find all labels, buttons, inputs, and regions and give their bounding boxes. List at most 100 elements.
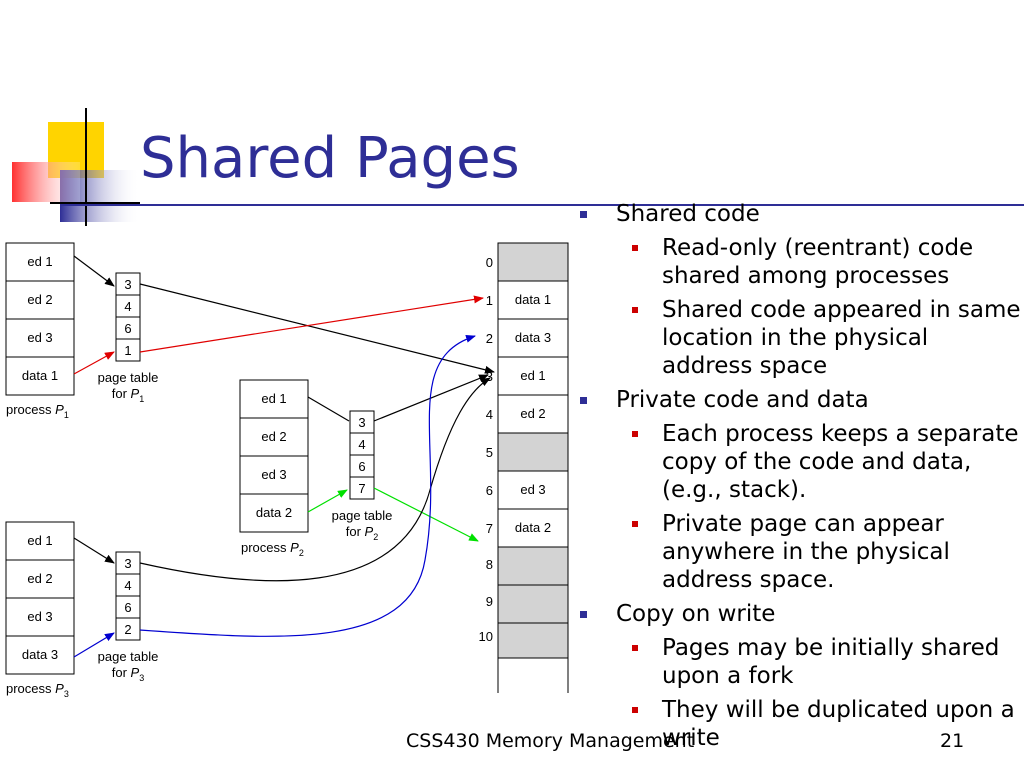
p3-table-entry-2: 6	[124, 600, 131, 615]
p1-table-to-frame3-arrow	[139, 283, 495, 374]
p2-table-entry-2: 6	[358, 459, 365, 474]
slide-footer: CSS430 Memory Management	[406, 730, 695, 752]
p3-page-1: ed 2	[27, 571, 52, 586]
p3-page-3: data 3	[22, 647, 58, 662]
bullet-copy-on-write: Copy on write	[580, 600, 1024, 628]
bullet-text: Shared code	[616, 201, 760, 227]
p2-page-2: ed 3	[261, 467, 286, 482]
p1-page-1: ed 2	[27, 292, 52, 307]
p3-table-for: for P3	[112, 665, 144, 683]
slide-title: Shared Pages	[140, 126, 520, 191]
p3-table-to-frame3-arrow	[139, 377, 491, 582]
p3-page-2: ed 3	[27, 609, 52, 624]
frame-3-content: ed 1	[520, 368, 545, 383]
bullet-marker	[632, 707, 638, 713]
bullet-text: Private page can appear anywhere in the …	[662, 511, 950, 593]
frame-number-5: 5	[486, 445, 493, 460]
p2-table-entry-3: 7	[358, 481, 365, 496]
bullet-text: Shared code appeared in same location in…	[662, 297, 1021, 379]
p2-table-entry-1: 4	[358, 437, 365, 452]
p1-page-table: 3 4 6 1 page table for P1	[98, 272, 159, 404]
frame-7-content: data 2	[515, 520, 551, 535]
process-p1-logical-memory: ed 1 ed 2 ed 3 data 1 process P1	[5, 242, 75, 420]
p1-process-label: process P1	[6, 402, 69, 420]
p1-table-for: for P1	[112, 386, 144, 404]
title-underline	[60, 204, 1024, 206]
bullet-text: Each process keeps a separate copy of th…	[662, 421, 1019, 503]
bullet-marker	[632, 307, 638, 313]
frame-number-10: 10	[479, 629, 493, 644]
bullet-separate-copy: Each process keeps a separate copy of th…	[580, 420, 1024, 504]
p3-table-caption: page table	[98, 649, 159, 664]
p2-process-label: process P2	[241, 540, 304, 558]
p2-table-to-frame3-arrow	[373, 374, 489, 422]
p1-ed1-to-table-arrow	[73, 255, 115, 287]
p1-table-entry-2: 6	[124, 321, 131, 336]
frame-number-7: 7	[486, 521, 493, 536]
p1-table-to-frame1-arrow	[139, 295, 484, 353]
p3-ed1-to-table-arrow	[73, 537, 115, 564]
frame-number-8: 8	[486, 557, 493, 572]
process-p3-logical-memory: ed 1 ed 2 ed 3 data 3 process P3	[5, 521, 75, 699]
p2-table-entry-0: 3	[358, 415, 365, 430]
p1-data1-to-table-arrow	[73, 351, 115, 375]
bullet-shared-upon-fork: Pages may be initially shared upon a for…	[580, 634, 1024, 690]
bullet-shared-code: Shared code	[580, 200, 1024, 228]
bullet-marker	[632, 431, 638, 437]
process-p2-logical-memory: ed 1 ed 2 ed 3 data 2 process P2	[239, 379, 309, 558]
bullet-marker	[632, 521, 638, 527]
p2-data2-to-table-arrow	[307, 489, 348, 513]
p2-table-to-frame7-arrow	[373, 487, 479, 542]
bullet-marker	[632, 645, 638, 651]
p1-table-entry-1: 4	[124, 299, 131, 314]
bullet-text: They will be duplicated upon a write	[662, 697, 1015, 751]
shared-pages-diagram: ed 1 ed 2 ed 3 data 1 process P1 3 4 6 1…	[5, 242, 569, 699]
bullet-text: Read-only (reentrant) code shared among …	[662, 235, 974, 289]
frame-1-content: data 1	[515, 292, 551, 307]
p2-ed1-to-table-arrow	[307, 396, 350, 422]
bullet-duplicated-upon-write: They will be duplicated upon a write	[580, 696, 1024, 752]
p1-page-3: data 1	[22, 368, 58, 383]
p1-table-entry-0: 3	[124, 277, 131, 292]
p3-table-entry-3: 2	[124, 622, 131, 637]
bullet-marker	[632, 245, 638, 251]
slide-page-number: 21	[940, 730, 965, 752]
p3-page-table: 3 4 6 2 page table for P3	[98, 551, 159, 683]
physical-memory: data 1 data 3 ed 1 ed 2 ed 3 data 2 0 1 …	[479, 242, 569, 693]
p2-page-table: 3 4 6 7 page table for P2	[332, 410, 393, 542]
p2-page-1: ed 2	[261, 429, 286, 444]
frame-number-3: 3	[486, 369, 493, 384]
frame-number-4: 4	[486, 407, 493, 422]
bullet-private-code: Private code and data	[580, 386, 1024, 414]
p3-process-label: process P3	[6, 681, 69, 699]
p1-table-caption: page table	[98, 370, 159, 385]
p2-table-for: for P2	[346, 524, 378, 542]
title-logo-decoration	[12, 108, 140, 226]
p1-table-entry-3: 1	[124, 343, 131, 358]
p3-data3-to-table-arrow	[73, 632, 115, 658]
bullet-marker	[580, 211, 587, 218]
bullet-marker	[580, 397, 587, 404]
bullet-private-anywhere: Private page can appear anywhere in the …	[580, 510, 1024, 594]
bullet-same-location: Shared code appeared in same location in…	[580, 296, 1024, 380]
p3-table-entry-0: 3	[124, 556, 131, 571]
frame-number-0: 0	[486, 255, 493, 270]
p2-page-0: ed 1	[261, 391, 286, 406]
mapping-arrows	[73, 255, 495, 658]
frame-number-2: 2	[486, 331, 493, 346]
bullet-marker	[580, 611, 587, 618]
bullet-text: Private code and data	[616, 387, 869, 413]
frame-number-1: 1	[486, 293, 493, 308]
frame-6-content: ed 3	[520, 482, 545, 497]
p2-table-caption: page table	[332, 508, 393, 523]
p2-page-3: data 2	[256, 505, 292, 520]
frame-4-content: ed 2	[520, 406, 545, 421]
p3-page-0: ed 1	[27, 533, 52, 548]
p3-table-to-frame2-arrow	[139, 334, 476, 637]
bullet-list: Shared code Read-only (reentrant) code s…	[580, 198, 1024, 752]
p1-page-0: ed 1	[27, 254, 52, 269]
p3-table-entry-1: 4	[124, 578, 131, 593]
bullet-text: Pages may be initially shared upon a for…	[662, 635, 1000, 689]
frame-number-9: 9	[486, 594, 493, 609]
bullet-text: Copy on write	[616, 601, 776, 627]
